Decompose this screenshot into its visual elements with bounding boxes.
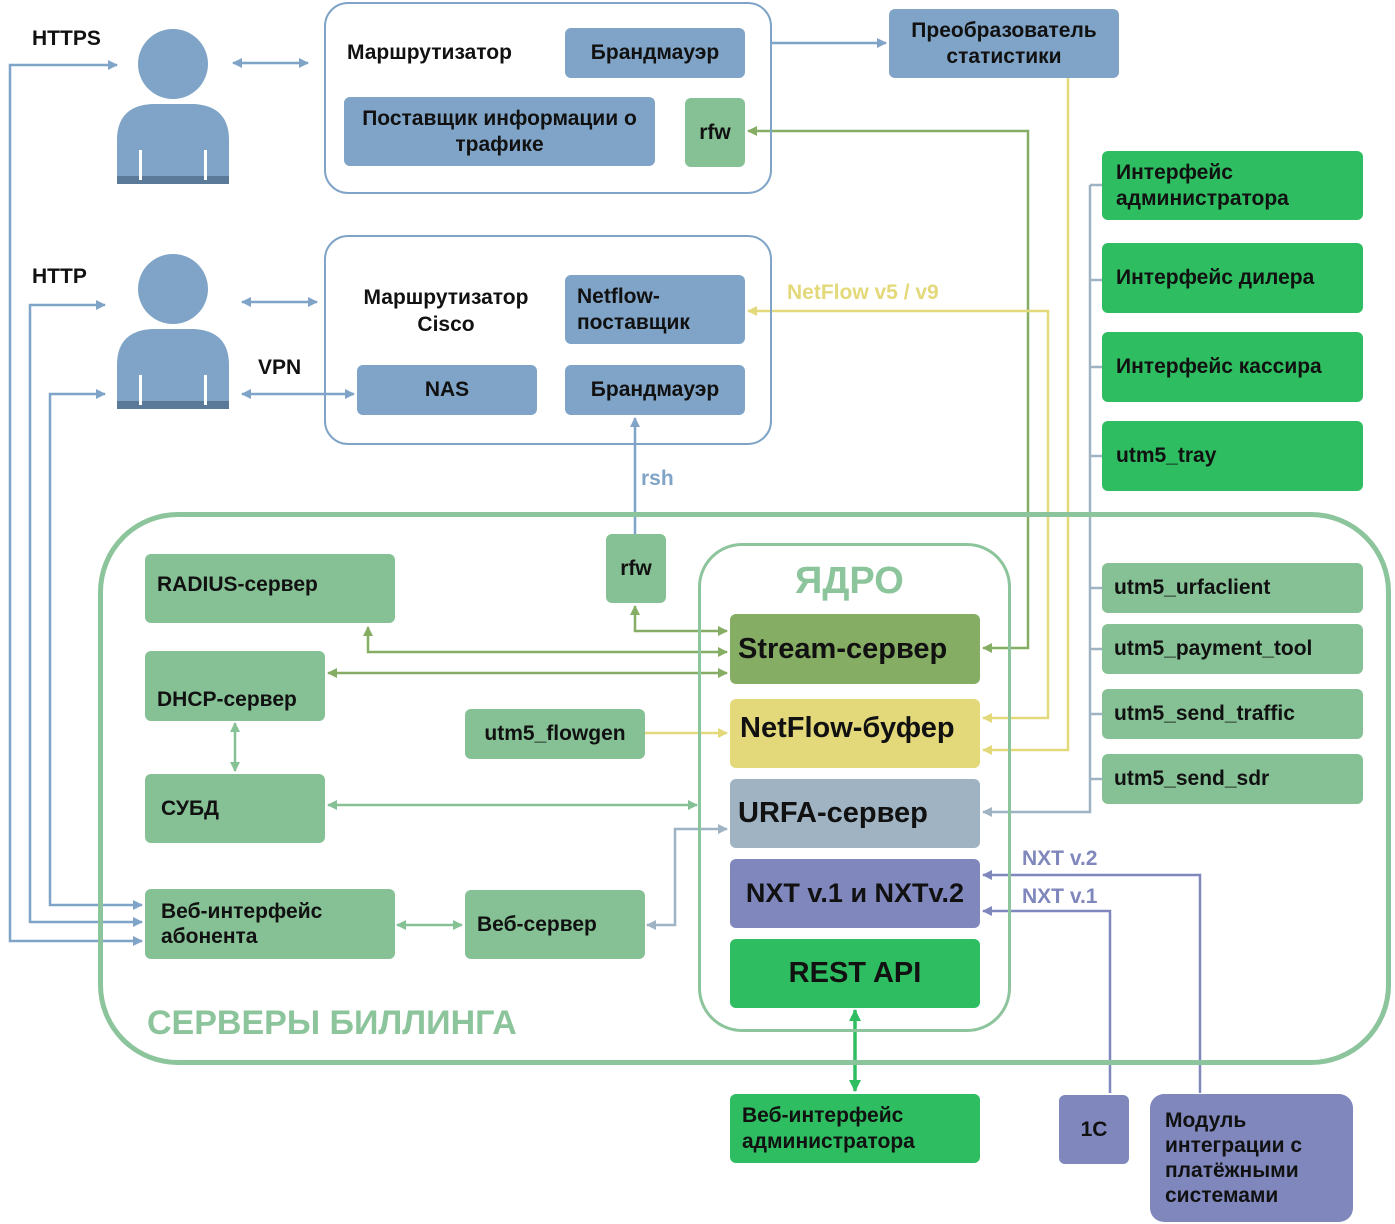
nxt-v2-label: NXT v.2 [1022,847,1098,870]
traffic-info-provider: Поставщик информации о трафике [344,97,655,166]
billing-rfw: rfw [606,534,666,603]
one-c: 1C [1059,1095,1129,1164]
subscriber-web-interface: Веб-интерфейс абонента [145,889,395,959]
router1-firewall: Брандмауэр [565,28,745,78]
nas: NAS [357,365,537,415]
nxt-v1-label: NXT v.1 [1022,885,1098,908]
urfa-server: URFA-сервер [730,779,980,848]
netflow-provider: Netflow-поставщик [565,275,745,344]
user-icon [117,254,229,409]
admin-web-interface: Веб-интерфейс администратора [730,1094,980,1163]
utm5-payment-tool: utm5_payment_tool [1102,624,1363,674]
router1-frame [324,2,772,194]
interface-admin: Интерфейс администратора [1102,151,1363,220]
netflow-v5-v9-label: NetFlow v5 / v9 [787,281,939,304]
web-server: Веб-сервер [465,890,645,959]
core-frame [698,543,1011,1032]
nxt-server: NXT v.1 и NXTv.2 [730,859,980,928]
interface-cashier: Интерфейс кассира [1102,332,1363,402]
http-label: HTTP [32,265,87,288]
rest-api: REST API [730,939,980,1008]
vpn-label: VPN [258,356,302,379]
router2-firewall: Брандмауэр [565,365,745,415]
dhcp-server: DHCP-сервер [145,651,325,721]
utm5-urfaclient: utm5_urfaclient [1102,563,1363,613]
dbms: СУБД [145,774,325,843]
stats-converter: Преобразователь статистики [889,9,1119,78]
router1-title: Маршрутизатор [347,41,512,64]
router2-frame [324,235,772,445]
https-label: HTTPS [32,27,101,50]
router2-title: Маршрутизатор Cisco [363,286,529,337]
user-icon [117,29,229,184]
billing-servers-title: СЕРВЕРЫ БИЛЛИНГА [147,1004,517,1042]
core-title: ЯДРО [795,560,904,602]
payment-integration-module: Модуль интеграции с платёжными системами [1150,1094,1353,1222]
netflow-buffer: NetFlow-буфер [730,699,980,768]
utm5-send-traffic: utm5_send_traffic [1102,689,1363,739]
router1-rfw: rfw [685,98,745,167]
radius-server: RADIUS-сервер [145,554,395,623]
utm5-send-sdr: utm5_send_sdr [1102,754,1363,804]
utm5-tray: utm5_tray [1102,421,1363,491]
stream-server: Stream-сервер [730,614,980,684]
utm5-flowgen: utm5_flowgen [465,709,645,759]
interface-dealer: Интерфейс дилера [1102,243,1363,313]
rsh-label: rsh [641,467,674,490]
billing-servers-frame [98,512,1391,1065]
